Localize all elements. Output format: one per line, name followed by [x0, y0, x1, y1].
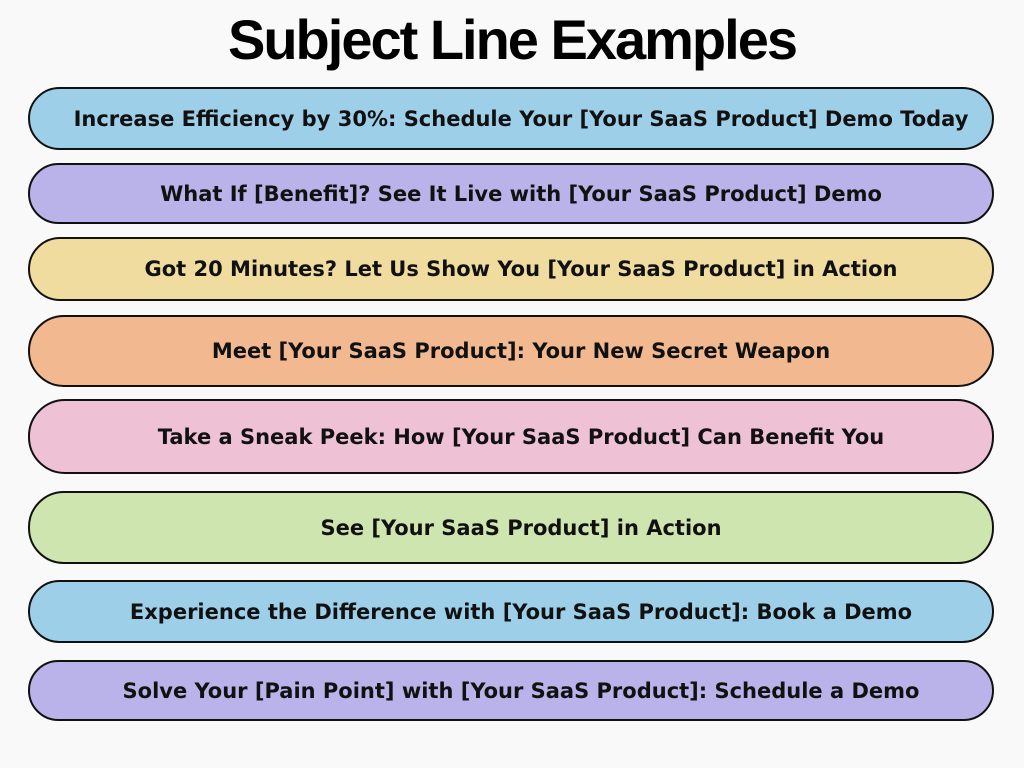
subject-line-text: Meet [Your SaaS Product]: Your New Secre… — [211, 339, 831, 363]
subject-line-item: Solve Your [Pain Point] with [Your SaaS … — [28, 660, 994, 721]
subject-line-text: Solve Your [Pain Point] with [Your SaaS … — [122, 678, 920, 703]
subject-line-text: Got 20 Minutes? Let Us Show You [Your Sa… — [144, 257, 898, 281]
subject-line-text: Increase Efficiency by 30%: Schedule You… — [73, 106, 969, 131]
subject-line-item: See [Your SaaS Product] in Action — [28, 491, 994, 564]
page-title: Subject Line Examples — [228, 8, 798, 71]
subject-line-text: See [Your SaaS Product] in Action — [320, 515, 722, 540]
subject-line-item: Meet [Your SaaS Product]: Your New Secre… — [28, 315, 994, 387]
subject-line-item: What If [Benefit]? See It Live with [You… — [28, 163, 994, 224]
subject-line-text: Take a Sneak Peek: How [Your SaaS Produc… — [157, 424, 885, 449]
subject-line-item: Got 20 Minutes? Let Us Show You [Your Sa… — [28, 237, 994, 301]
subject-line-item: Take a Sneak Peek: How [Your SaaS Produc… — [28, 399, 994, 474]
subject-line-text: Experience the Difference with [Your Saa… — [129, 599, 913, 624]
subject-line-text: What If [Benefit]? See It Live with [You… — [160, 181, 882, 206]
subject-line-item: Experience the Difference with [Your Saa… — [28, 580, 994, 643]
subject-line-item: Increase Efficiency by 30%: Schedule You… — [28, 87, 994, 150]
